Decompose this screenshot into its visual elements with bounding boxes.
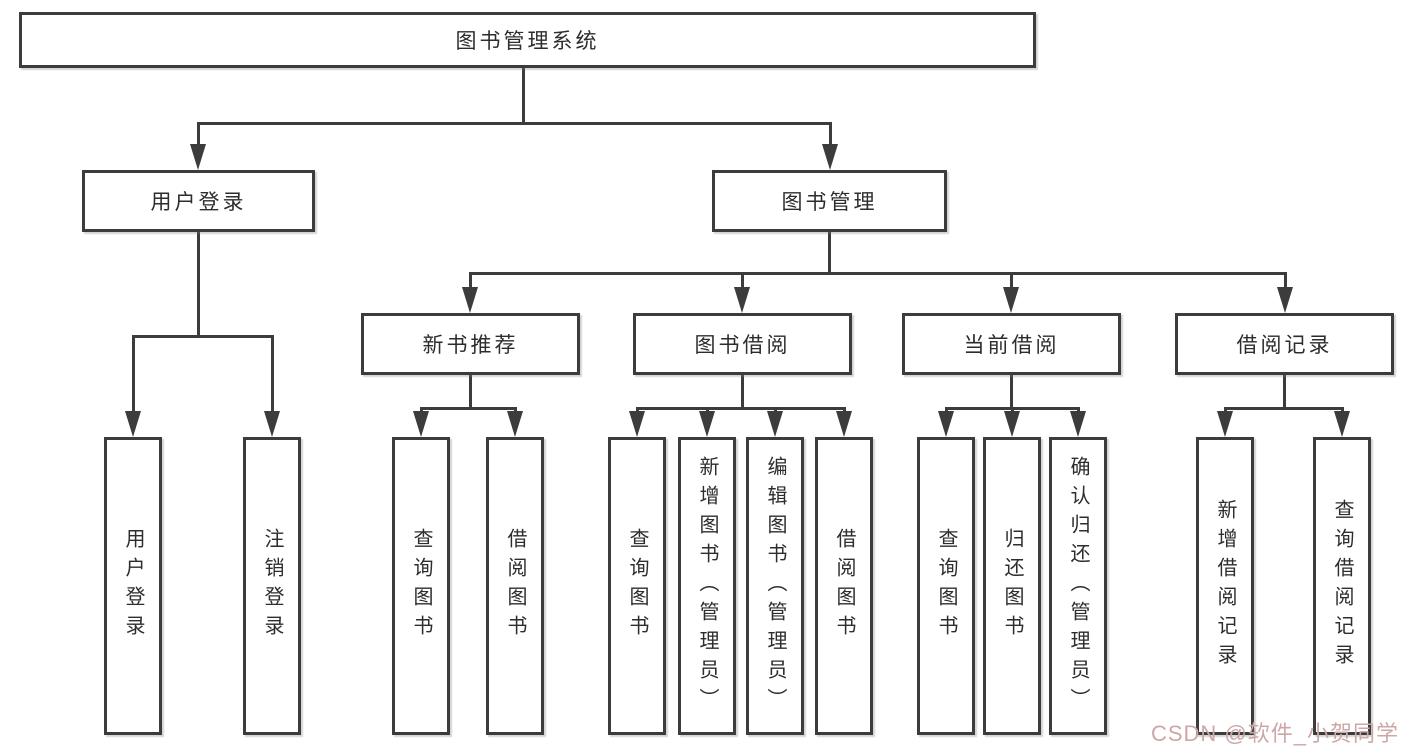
leaf-borrow-books: 借阅图书 <box>815 437 873 735</box>
arrowhead-down-icon <box>734 287 750 313</box>
connector-drop <box>741 272 744 291</box>
connector-drop <box>197 122 200 148</box>
connector-bar <box>420 407 517 410</box>
leaf-query-borrow-record-label: 查询借阅记录 <box>1331 499 1353 673</box>
node-new-book-recommend-label: 新书推荐 <box>422 334 519 357</box>
leaf-borrow-books-recommend-label: 借阅图书 <box>504 528 526 644</box>
arrowhead-down-icon <box>507 411 523 437</box>
arrowhead-down-icon <box>1217 411 1233 437</box>
connector-stem <box>469 375 472 410</box>
connector-stem <box>828 232 831 275</box>
connector-drop <box>469 272 472 291</box>
arrowhead-down-icon <box>1070 411 1086 437</box>
arrowhead-down-icon <box>264 411 280 437</box>
arrowhead-down-icon <box>1334 411 1350 437</box>
leaf-confirm-return-admin: 确认归还（管理员） <box>1049 437 1107 735</box>
arrowhead-down-icon <box>836 411 852 437</box>
leaf-edit-book-admin-label: 编辑图书（管理员） <box>764 455 786 717</box>
arrowhead-down-icon <box>1004 411 1020 437</box>
leaf-borrow-books-label: 借阅图书 <box>833 528 855 644</box>
connector-drop <box>1284 272 1287 291</box>
arrowhead-down-icon <box>938 411 954 437</box>
node-current-borrowing-label: 当前借阅 <box>963 334 1060 357</box>
node-book-borrowing: 图书借阅 <box>633 313 852 375</box>
leaf-borrow-books-recommend: 借阅图书 <box>486 437 544 735</box>
connector-drop <box>1010 272 1013 291</box>
leaf-logout-label: 注销登录 <box>261 528 283 644</box>
connector-bar <box>469 272 1287 275</box>
connector-stem <box>522 68 525 125</box>
leaf-return-book: 归还图书 <box>983 437 1041 735</box>
leaf-user-login-label: 用户登录 <box>122 528 144 644</box>
leaf-user-login: 用户登录 <box>104 437 162 735</box>
node-book-management-label: 图书管理 <box>781 191 878 214</box>
node-user-login: 用户登录 <box>82 170 315 232</box>
connector-bar <box>636 407 846 410</box>
leaf-return-book-label: 归还图书 <box>1001 528 1023 644</box>
csdn-watermark: CSDN @软件_小贺同学 <box>1150 721 1399 746</box>
leaf-query-books-current-label: 查询图书 <box>935 528 957 644</box>
connector-stem <box>1010 375 1013 410</box>
arrowhead-down-icon <box>699 411 715 437</box>
leaf-logout: 注销登录 <box>243 437 301 735</box>
leaf-query-books-borrowing: 查询图书 <box>608 437 666 735</box>
connector-bar <box>197 122 832 125</box>
arrowhead-down-icon <box>1003 287 1019 313</box>
arrowhead-down-icon <box>629 411 645 437</box>
leaf-add-book-admin: 新增图书（管理员） <box>678 437 736 735</box>
leaf-add-book-admin-label: 新增图书（管理员） <box>696 455 718 717</box>
node-current-borrowing: 当前借阅 <box>902 313 1121 375</box>
leaf-edit-book-admin: 编辑图书（管理员） <box>746 437 804 735</box>
leaf-query-books-recommend-label: 查询图书 <box>410 528 432 644</box>
connector-drop <box>829 122 832 148</box>
connector-stem <box>741 375 744 410</box>
leaf-query-books-current: 查询图书 <box>917 437 975 735</box>
leaf-confirm-return-admin-label: 确认归还（管理员） <box>1067 455 1089 717</box>
connector-stem <box>1283 375 1286 410</box>
node-system: 图书管理系统 <box>19 12 1036 68</box>
arrowhead-down-icon <box>767 411 783 437</box>
node-borrowing-records: 借阅记录 <box>1175 313 1394 375</box>
arrowhead-down-icon <box>413 411 429 437</box>
leaf-query-books-borrowing-label: 查询图书 <box>626 528 648 644</box>
connector-stem <box>197 232 200 338</box>
connector-drop <box>132 335 135 415</box>
leaf-query-borrow-record: 查询借阅记录 <box>1313 437 1371 735</box>
arrowhead-down-icon <box>190 144 206 170</box>
node-system-label: 图书管理系统 <box>455 30 600 53</box>
connector-bar <box>1224 407 1344 410</box>
leaf-add-borrow-record-label: 新增借阅记录 <box>1214 499 1236 673</box>
leaf-add-borrow-record: 新增借阅记录 <box>1196 437 1254 735</box>
node-borrowing-records-label: 借阅记录 <box>1236 334 1333 357</box>
node-book-borrowing-label: 图书借阅 <box>694 334 791 357</box>
arrowhead-down-icon <box>822 144 838 170</box>
arrowhead-down-icon <box>125 411 141 437</box>
connector-bar <box>132 335 274 338</box>
node-new-book-recommend: 新书推荐 <box>361 313 580 375</box>
node-user-login-label: 用户登录 <box>150 191 247 214</box>
arrowhead-down-icon <box>1277 287 1293 313</box>
arrowhead-down-icon <box>462 287 478 313</box>
node-book-management: 图书管理 <box>712 170 947 232</box>
leaf-query-books-recommend: 查询图书 <box>392 437 450 735</box>
connector-drop <box>271 335 274 415</box>
